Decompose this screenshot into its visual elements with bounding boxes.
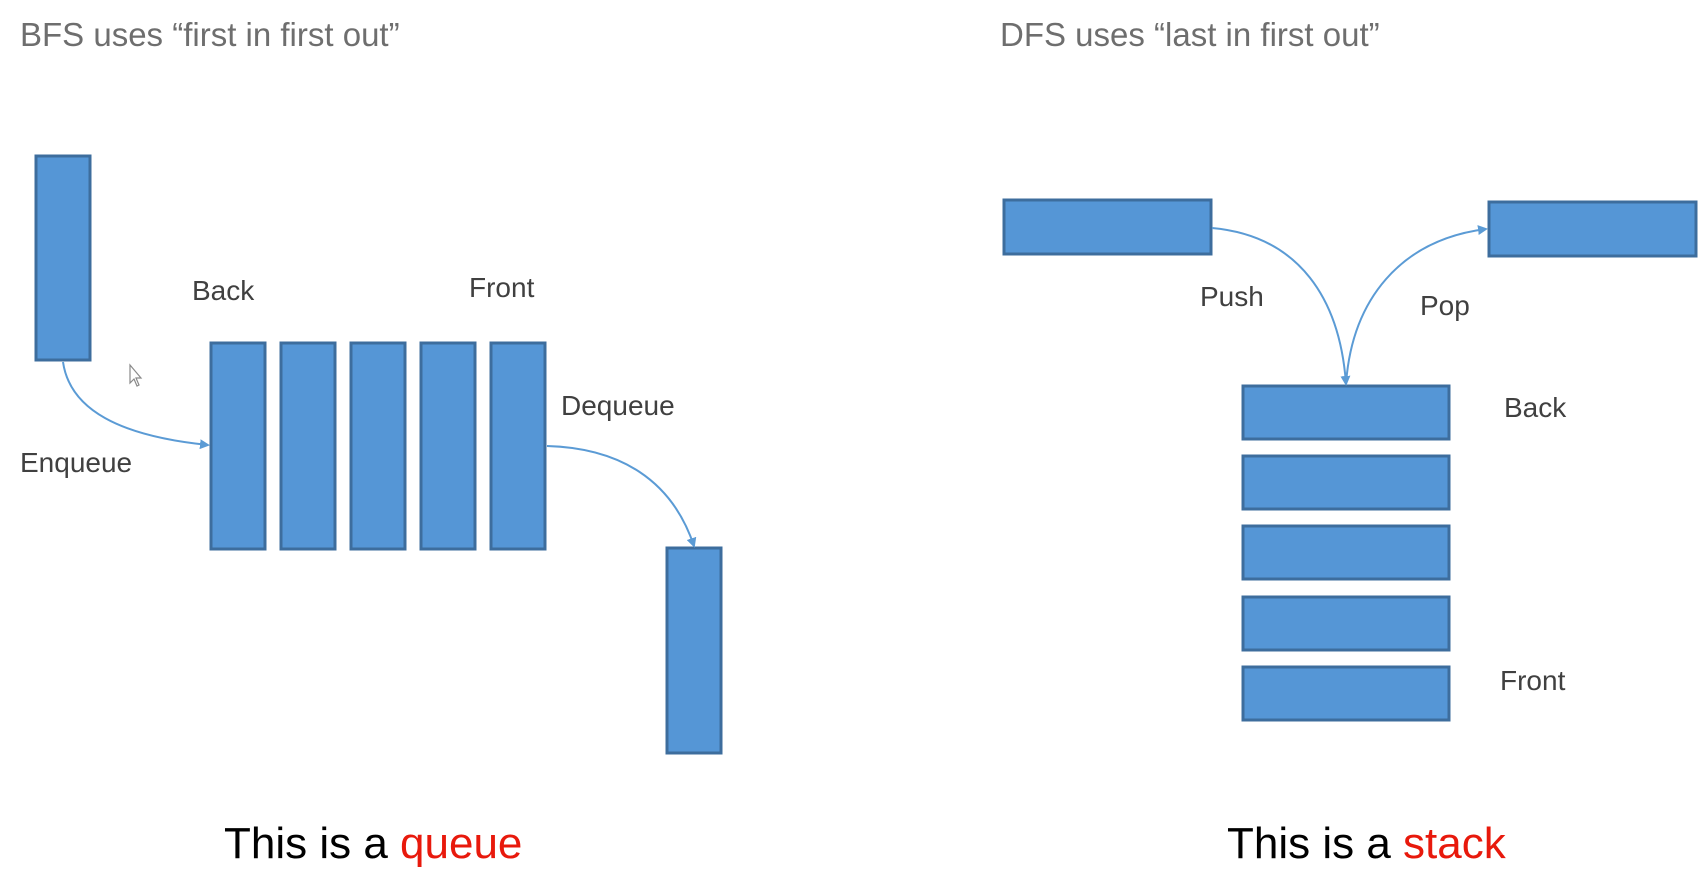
- dfs-caption-word: stack: [1403, 819, 1507, 868]
- pop-outgoing-block: [1487, 200, 1698, 258]
- dequeue-arrow: [546, 445, 697, 548]
- stack-back-label: Back: [1504, 392, 1567, 423]
- dfs-heading: DFS uses “last in first out”: [1000, 16, 1380, 53]
- dequeue-label: Dequeue: [561, 390, 675, 421]
- push-label: Push: [1200, 281, 1264, 312]
- push-incoming-block: [1002, 198, 1213, 256]
- bfs-heading: BFS uses “first in first out”: [20, 16, 400, 53]
- queue-back-label: Back: [192, 275, 255, 306]
- bfs-caption-word: queue: [400, 819, 522, 868]
- stack-front-label: Front: [1500, 665, 1566, 696]
- dfs-panel: DFS uses “last in first out” Push Pop Ba…: [1000, 16, 1698, 868]
- queue-block-5: [489, 341, 547, 551]
- dfs-caption: This is a stack: [1227, 819, 1507, 868]
- queue-front-label: Front: [469, 272, 535, 303]
- queue-block-1: [209, 341, 267, 551]
- stack-block-3: [1241, 524, 1451, 581]
- enqueue-label: Enqueue: [20, 447, 132, 478]
- pop-arrow: [1345, 225, 1488, 385]
- bfs-caption-prefix: This is a: [224, 819, 400, 868]
- queue-block-4: [419, 341, 477, 551]
- stack-block-4: [1241, 595, 1451, 652]
- pop-label: Pop: [1420, 290, 1470, 321]
- dequeue-outgoing-block: [665, 546, 723, 755]
- queue-block-3: [349, 341, 407, 551]
- mouse-pointer-icon: [129, 363, 143, 387]
- stack-block-1: [1241, 384, 1451, 441]
- stack-block-5: [1241, 665, 1451, 722]
- bfs-panel: BFS uses “first in first out” Back Front…: [20, 16, 723, 868]
- push-arrow: [1211, 227, 1351, 386]
- dfs-caption-prefix: This is a: [1227, 819, 1403, 868]
- stack-block-2: [1241, 454, 1451, 511]
- bfs-caption: This is a queue: [224, 819, 522, 868]
- enqueue-arrow: [62, 361, 210, 450]
- enqueue-incoming-block: [34, 154, 92, 362]
- queue-block-2: [279, 341, 337, 551]
